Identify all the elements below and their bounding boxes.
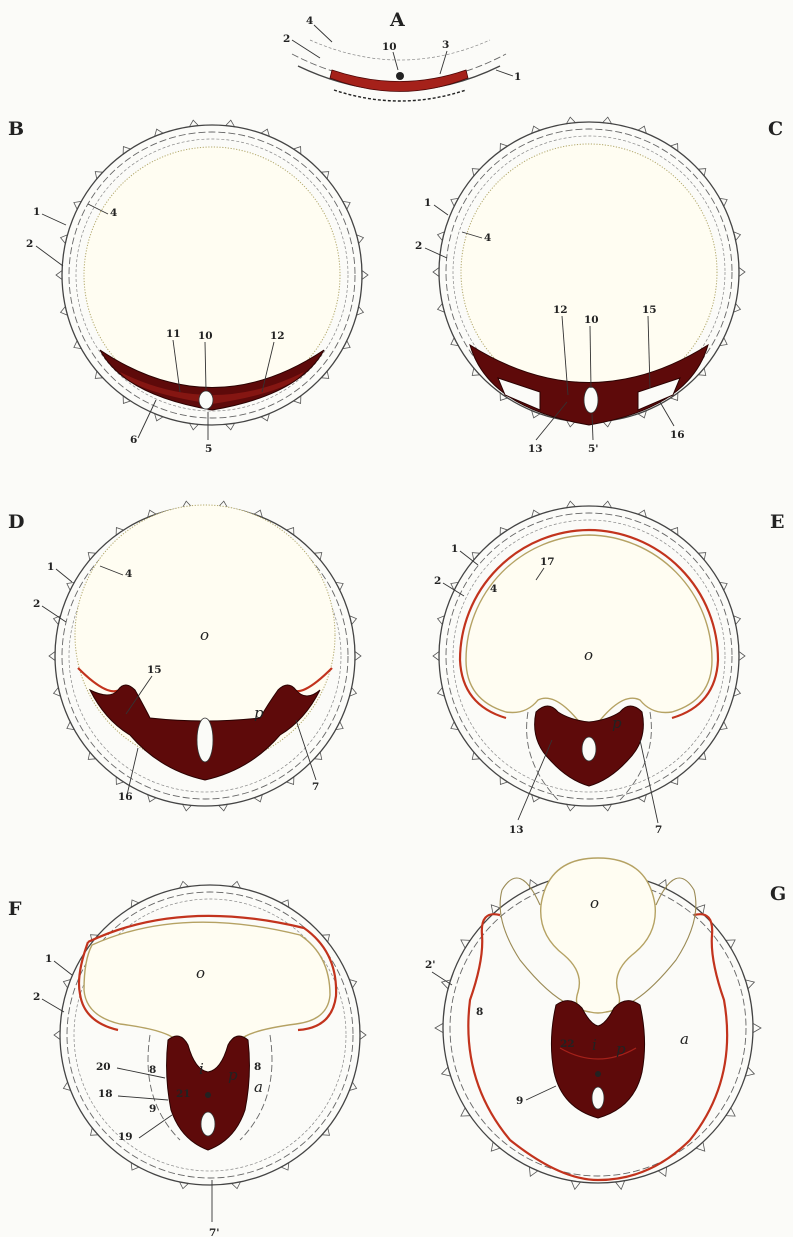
panel-e-label-p: p [612, 714, 622, 732]
panel-e-label-13: 13 [509, 824, 524, 836]
panel-b-label-1: 1 [33, 206, 40, 218]
panel-d-label-16: 16 [118, 791, 133, 803]
panel-b-label-12: 12 [270, 330, 285, 342]
panel-e: E o 1 17 2 4 p 13 7 [433, 501, 784, 836]
panel-d-label-p: p [254, 704, 264, 722]
villus [360, 1031, 366, 1040]
panel-f-label-p: p [228, 1066, 238, 1084]
panel-d-label-o: o [200, 626, 209, 644]
villus [739, 268, 745, 277]
panel-d-label-2: 2 [33, 598, 40, 610]
panel-f-label-19: 19 [118, 1131, 133, 1143]
panel-b-label-2: 2 [26, 238, 33, 250]
panel-f-label-8-left: 8 [149, 1064, 156, 1076]
panel-f-letter: F [8, 898, 22, 920]
panel-c-label-10: 10 [584, 314, 599, 326]
panel-d: D o 1 4 2 15 p 16 7 [8, 501, 361, 811]
panel-f-label-7-prime: 7' [209, 1227, 220, 1237]
panel-f-label-9: 9 [149, 1103, 156, 1115]
panel-f-label-o: o [196, 964, 205, 982]
panel-f-label-20: 20 [96, 1061, 111, 1073]
panel-b-label-10: 10 [198, 330, 213, 342]
panel-b-label-6: 6 [130, 434, 137, 446]
panel-e-label-17: 17 [540, 556, 555, 568]
panel-g-label-8: 8 [476, 1006, 483, 1018]
panel-b: B 1 2 4 11 10 12 6 5 [8, 118, 368, 455]
panel-b-label-4: 4 [110, 207, 117, 219]
panel-a-letter: A [389, 9, 405, 31]
panel-b-label-11: 11 [166, 328, 181, 340]
panel-d-label-1: 1 [47, 561, 54, 573]
panel-f: F o 1 2 20 8 i p 8 18 21 a 9 19 7' [8, 881, 366, 1237]
panel-b-letter: B [8, 118, 24, 140]
panel-c-label-13: 13 [528, 443, 543, 455]
villus [433, 652, 439, 661]
panel-f-label-i: i [199, 1060, 204, 1078]
panel-e-label-7: 7 [655, 824, 662, 836]
panel-f-label-18: 18 [98, 1088, 113, 1100]
panel-g-letter: G [770, 883, 786, 905]
panel-g-label-a: a [680, 1030, 689, 1048]
villus [355, 652, 361, 661]
panel-f-label-8-right: 8 [254, 1061, 261, 1073]
panel-f-label-a: a [254, 1078, 263, 1096]
villus [54, 1031, 60, 1040]
villus [739, 652, 745, 661]
panel-a-label-1: 1 [514, 71, 521, 83]
panel-a-label-4: 4 [306, 15, 313, 27]
panel-c-label-16: 16 [670, 429, 685, 441]
panel-g-label-9: 9 [516, 1095, 523, 1107]
panel-g-label-22: 22 [560, 1038, 575, 1050]
panel-a: A 4 2 10 3 1 [283, 9, 521, 101]
panel-b-label-5: 5 [205, 443, 212, 455]
panel-c-label-4: 4 [484, 232, 491, 244]
panel-e-label-o: o [584, 646, 593, 664]
villus [56, 271, 62, 280]
panel-c-label-2: 2 [415, 240, 422, 252]
panel-f-label-1: 1 [45, 953, 52, 965]
panel-g: G o 2' 8 22 i p a 9 [425, 858, 786, 1189]
panel-d-label-4: 4 [125, 568, 132, 580]
panel-c-label-15: 15 [642, 304, 657, 316]
panel-f-label-2: 2 [33, 991, 40, 1003]
panel-e-label-1: 1 [451, 543, 458, 555]
villus [49, 652, 55, 661]
panel-d-letter: D [8, 511, 24, 533]
panel-g-label-o: o [590, 894, 599, 912]
panel-d-label-15: 15 [147, 664, 162, 676]
panel-d-label-7: 7 [312, 781, 319, 793]
panel-c-letter: C [768, 118, 783, 140]
villus [362, 271, 368, 280]
villus [433, 268, 439, 277]
panel-a-label-2: 2 [283, 33, 290, 45]
panel-c: C 1 2 4 12 10 15 13 5' 16 [415, 117, 783, 455]
panel-c-label-5-prime: 5' [588, 443, 599, 455]
panel-c-label-1: 1 [424, 197, 431, 209]
panel-a-label-10: 10 [382, 41, 397, 53]
panel-a-label-3: 3 [442, 39, 449, 51]
panel-g-label-2-prime: 2' [425, 959, 436, 971]
villus [435, 1023, 443, 1032]
panel-f-label-21: 21 [176, 1088, 191, 1100]
panel-e-letter: E [770, 511, 784, 533]
panel-g-label-p: p [616, 1040, 626, 1058]
panel-c-label-12: 12 [553, 304, 568, 316]
panel-e-label-2: 2 [434, 575, 441, 587]
villus [753, 1023, 761, 1032]
panel-e-label-4: 4 [490, 583, 497, 595]
panel-g-label-i: i [592, 1036, 597, 1054]
